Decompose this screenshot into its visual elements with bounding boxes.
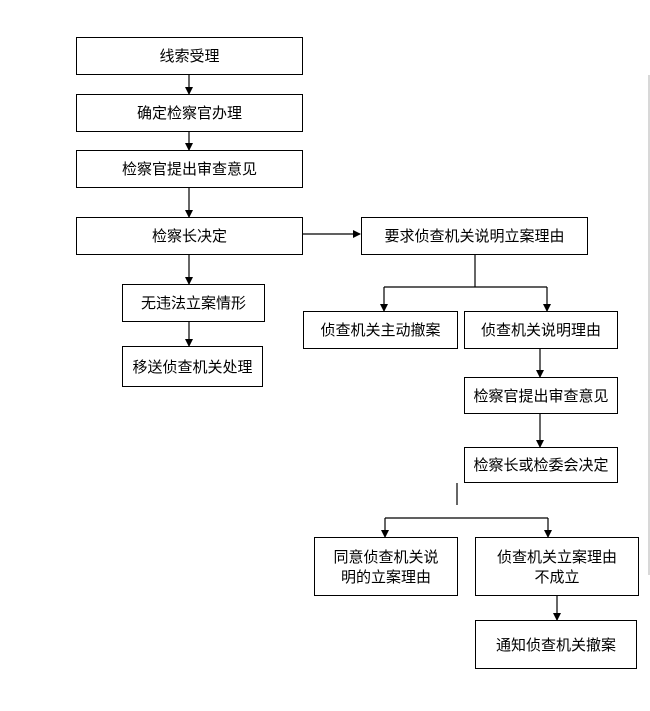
node-notify-withdraw: 通知侦查机关撤案	[475, 620, 637, 669]
agree-reason-line-2: 明的立案理由	[340, 567, 431, 586]
node-agency-withdraw: 侦查机关主动撤案	[303, 311, 458, 349]
node-chief-or-committee: 检察长或检委会决定	[464, 447, 618, 483]
node-agency-explain: 侦查机关说明理由	[464, 311, 618, 349]
node-prosecutor-opinion-2: 检察官提出审查意见	[464, 377, 618, 414]
node-no-violation: 无违法立案情形	[122, 284, 265, 322]
node-clue-acceptance: 线索受理	[76, 37, 303, 75]
agree-reason-line-1: 同意侦查机关说	[333, 547, 439, 566]
right-edge-divider	[648, 75, 650, 575]
reason-invalid-line-1: 侦查机关立案理由	[496, 547, 617, 566]
node-assign-prosecutor: 确定检察官办理	[76, 94, 303, 132]
node-chief-decision: 检察长决定	[76, 217, 303, 255]
reason-invalid-line-2: 不成立	[534, 567, 580, 586]
node-agree-reason: 同意侦查机关说 明的立案理由	[314, 537, 458, 596]
node-prosecutor-opinion-1: 检察官提出审查意见	[76, 150, 303, 188]
node-transfer-investigation: 移送侦查机关处理	[122, 346, 263, 387]
node-require-explanation: 要求侦查机关说明立案理由	[361, 217, 588, 255]
node-reason-invalid: 侦查机关立案理由 不成立	[475, 537, 639, 596]
